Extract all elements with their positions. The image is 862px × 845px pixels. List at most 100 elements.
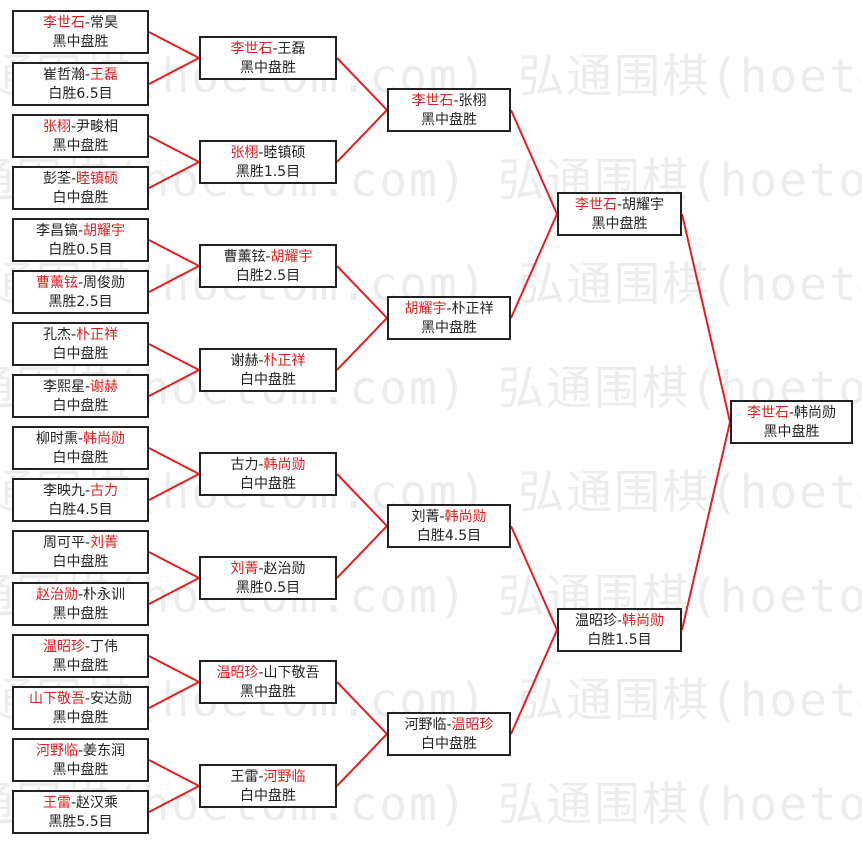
- bracket-connector: [336, 681, 388, 735]
- match-players: 王雷-河野临: [201, 768, 335, 787]
- match-result: 黑中盘胜: [240, 60, 296, 76]
- bracket-connector: [148, 473, 200, 501]
- match-result: 白中盘胜: [240, 788, 296, 804]
- bracket-connector: [336, 265, 388, 319]
- match-players: 李熙星-谢赫: [14, 378, 147, 397]
- separator: -: [788, 405, 795, 421]
- match-players: 温昭珍-山下敬吾: [201, 664, 335, 683]
- match-result: 白中盘胜: [52, 450, 109, 466]
- player-black: 赵治勋: [35, 587, 78, 603]
- match-players: 张栩-睦镇硕: [201, 144, 335, 163]
- match-box-round2: 古力-韩尚勋白中盘胜: [199, 452, 337, 496]
- player-black: 李世石: [574, 197, 617, 213]
- player-white: 常昊: [90, 15, 119, 31]
- match-result: 黑中盘胜: [240, 684, 296, 700]
- match-box-round3: 刘菁-韩尚勋白胜4.5目: [387, 504, 511, 548]
- bracket-connector: [148, 343, 200, 371]
- match-players: 李世石-常昊: [14, 14, 147, 33]
- player-white: 王磊: [277, 41, 306, 57]
- separator: -: [439, 509, 445, 525]
- match-result: 白中盘胜: [52, 190, 109, 206]
- match-result: 白中盘胜: [421, 736, 477, 752]
- match-result: 白胜1.5目: [587, 632, 652, 648]
- separator: -: [446, 301, 452, 317]
- match-players: 李世石-王磊: [201, 40, 335, 59]
- match-result: 黑中盘胜: [421, 320, 477, 336]
- match-box-round1: 温昭珍-丁伟黑中盘胜: [12, 634, 149, 678]
- separator: -: [70, 171, 77, 187]
- separator: -: [77, 431, 84, 447]
- player-black: 曹薰铉: [35, 275, 78, 291]
- bracket-connector: [336, 473, 388, 527]
- separator: -: [70, 119, 77, 135]
- player-black: 张栩: [42, 119, 71, 135]
- match-players: 古力-韩尚勋: [201, 456, 335, 475]
- bracket-connector: [148, 161, 200, 189]
- match-players: 李映九-古力: [14, 482, 147, 501]
- bracket-connector: [681, 213, 731, 423]
- match-players: 李世石-韩尚勋: [732, 404, 851, 423]
- player-white: 丁伟: [90, 639, 119, 655]
- match-players: 河野临-温昭珍: [389, 716, 509, 735]
- player-white: 尹畯相: [76, 119, 119, 135]
- match-box-round1: 崔哲瀚-王磊白胜6.5目: [12, 62, 149, 106]
- match-box-round1: 柳时熏-韩尚勋白中盘胜: [12, 426, 149, 470]
- match-result: 黑胜1.5目: [235, 164, 301, 180]
- match-players: 李世石-张栩: [389, 92, 509, 111]
- player-white: 胡耀宇: [622, 197, 665, 213]
- match-box-round1: 李熙星-谢赫白中盘胜: [12, 374, 149, 418]
- player-black: 李映九: [42, 483, 85, 499]
- match-players: 河野临-姜东润: [14, 742, 147, 761]
- player-black: 李世石: [746, 405, 789, 421]
- bracket-connector: [148, 31, 200, 59]
- match-players: 刘菁-韩尚勋: [389, 508, 509, 527]
- player-black: 刘菁: [230, 561, 259, 577]
- match-players: 张栩-尹畯相: [14, 118, 147, 137]
- player-white: 胡耀宇: [270, 249, 313, 265]
- match-result: 黑胜2.5目: [48, 294, 113, 310]
- match-box-round1: 曹薰铉-周俊勋黑胜2.5目: [12, 270, 149, 314]
- separator: -: [77, 743, 84, 759]
- player-black: 彭荃: [42, 171, 71, 187]
- match-result: 黑中盘胜: [52, 606, 109, 622]
- player-black: 张栩: [230, 145, 259, 161]
- match-box-round1: 周可平-刘菁白中盘胜: [12, 530, 149, 574]
- player-white: 韩尚勋: [622, 613, 665, 629]
- match-result: 白中盘胜: [240, 476, 296, 492]
- match-players: 彭荃-睦镇硕: [14, 170, 147, 189]
- match-box-round2: 谢赫-朴正祥白中盘胜: [199, 348, 337, 392]
- separator: -: [84, 639, 91, 655]
- bracket-connector: [510, 213, 558, 319]
- match-result: 白胜2.5目: [235, 268, 301, 284]
- bracket-connector: [148, 681, 200, 709]
- match-players: 李世石-胡耀宇: [559, 196, 680, 215]
- match-result: 白胜4.5目: [48, 502, 113, 518]
- match-players: 王雷-赵汉乘: [14, 794, 147, 813]
- match-box-round1: 张栩-尹畯相黑中盘胜: [12, 114, 149, 158]
- match-result: 白胜4.5目: [416, 528, 482, 544]
- player-white: 张栩: [458, 93, 487, 109]
- player-black: 山下敬吾: [28, 691, 85, 707]
- bracket-connector: [336, 57, 388, 111]
- player-black: 温昭珍: [216, 665, 259, 681]
- player-black: 李世石: [411, 93, 454, 109]
- separator: -: [258, 457, 264, 473]
- match-box-round1: 李昌镐-胡耀宇白胜0.5目: [12, 218, 149, 262]
- player-black: 温昭珍: [574, 613, 617, 629]
- player-white: 朴正祥: [263, 353, 306, 369]
- match-result: 黑中盘胜: [763, 424, 820, 440]
- bracket-connector: [510, 109, 558, 215]
- bracket-connector: [510, 525, 558, 631]
- player-white: 朴正祥: [451, 301, 494, 317]
- player-white: 胡耀宇: [83, 223, 126, 239]
- match-result: 黑中盘胜: [591, 216, 648, 232]
- player-white: 姜东润: [83, 743, 126, 759]
- match-players: 胡耀宇-朴正祥: [389, 300, 509, 319]
- separator: -: [258, 353, 264, 369]
- separator: -: [258, 561, 264, 577]
- match-result: 黑中盘胜: [421, 112, 477, 128]
- separator: -: [258, 769, 264, 785]
- player-white: 古力: [90, 483, 119, 499]
- player-black: 李昌镐: [35, 223, 78, 239]
